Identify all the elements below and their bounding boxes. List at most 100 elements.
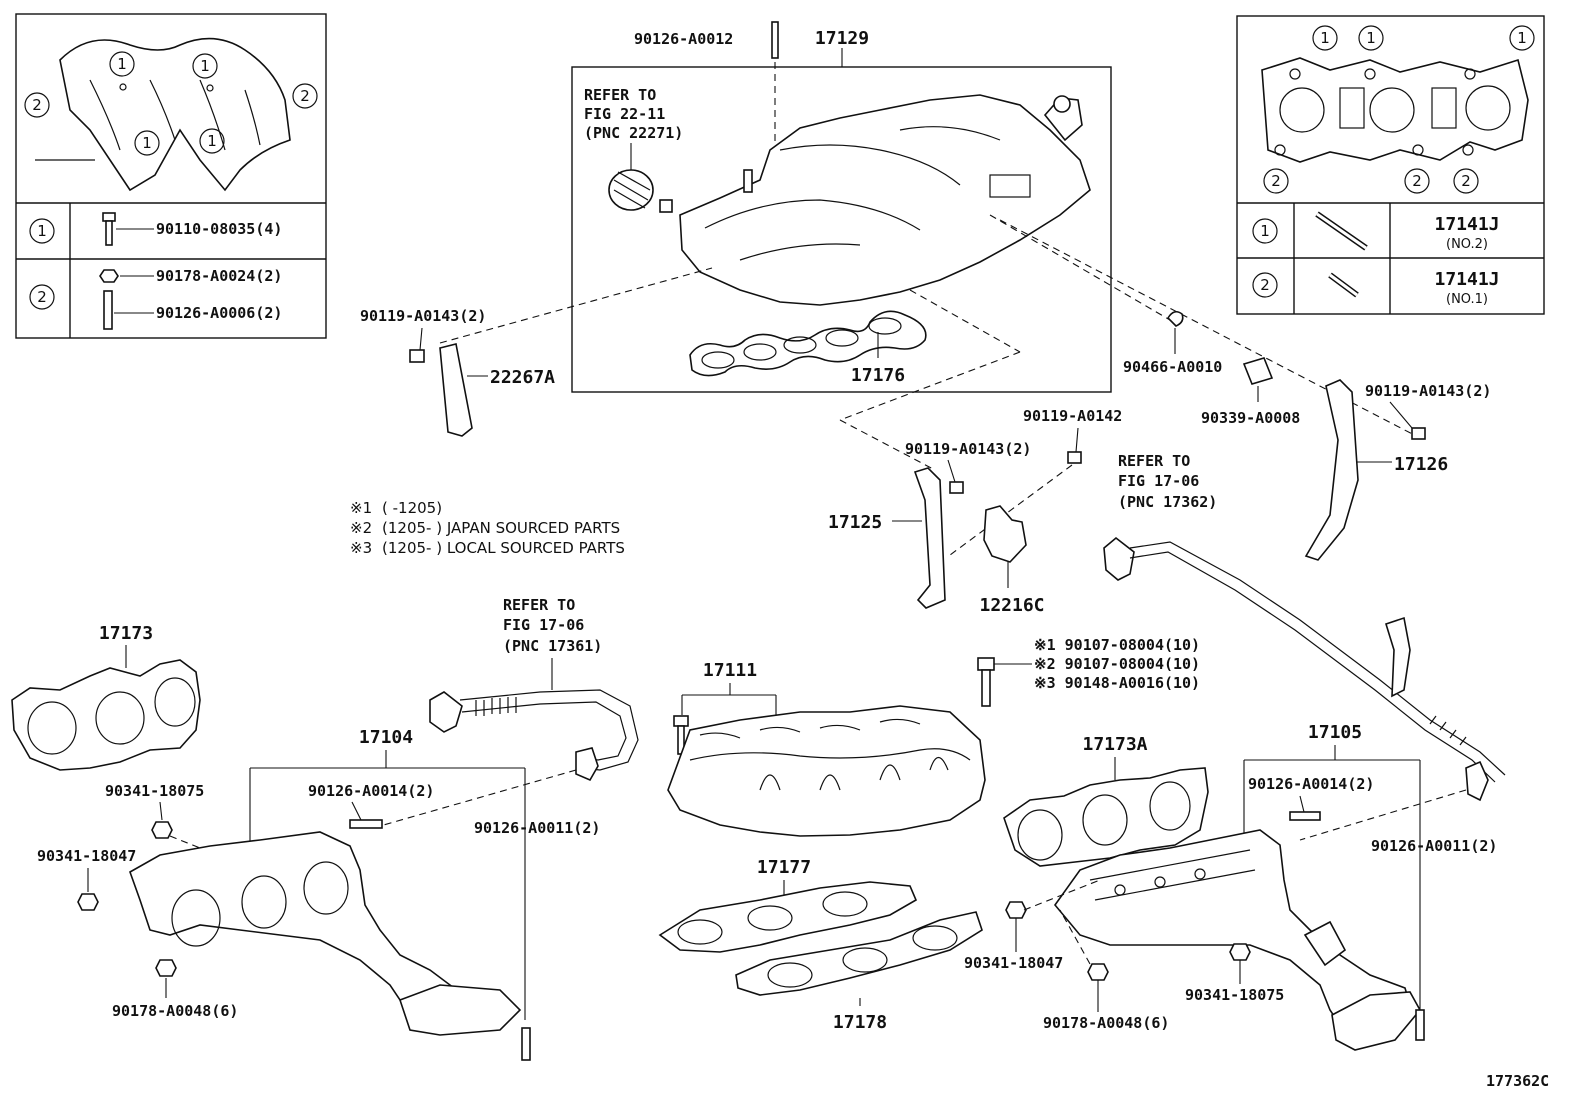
bolt-note-2: ※2 90107-08004(10) bbox=[1034, 655, 1200, 673]
inset-manifold-sketch bbox=[35, 37, 291, 192]
inset-right-row-1: 1 17141J (NO.2) bbox=[1252, 211, 1500, 252]
svg-text:1: 1 bbox=[207, 132, 217, 150]
label-22267A: 22267A bbox=[490, 367, 555, 388]
svg-text:1: 1 bbox=[1366, 29, 1376, 47]
inset-right-row-2: 2 17141J (NO.1) bbox=[1252, 269, 1500, 307]
intake-plenum-group: 17129 90126-A0012 REFER TO FIG 22-11 (PN… bbox=[571, 21, 1112, 393]
part-90126-A0006: 90126-A0006(2) bbox=[156, 304, 282, 322]
ref1-line2: FIG 22-11 bbox=[584, 105, 665, 123]
label-90119-A0143-c: 90119-A0143(2) bbox=[905, 440, 1031, 458]
svg-text:2: 2 bbox=[300, 87, 310, 105]
exhaust-manifold-17104: 17104 90341-18075 90126-A0014(2) 90126-A… bbox=[37, 727, 600, 1061]
ref3-line3: (PNC 17361) bbox=[503, 637, 602, 655]
svg-text:2: 2 bbox=[1461, 172, 1471, 190]
label-12216C: 12216C bbox=[979, 595, 1044, 616]
inset-left-callouts: 1 1 1 1 2 2 bbox=[24, 51, 318, 156]
plenum-body bbox=[659, 94, 1091, 306]
diagram-id: 177362C bbox=[1486, 1072, 1549, 1090]
inset-gasket-sketch bbox=[1261, 57, 1529, 163]
label-90119-A0143-a: 90119-A0143(2) bbox=[360, 307, 486, 325]
inset-left: 1 1 1 1 2 2 1 90110-08035(4) 2 90178-A00… bbox=[15, 13, 327, 339]
label-17105: 17105 bbox=[1308, 722, 1362, 743]
label-90126-A0014-a: 90126-A0014(2) bbox=[308, 782, 434, 800]
intake-manifold-17111: 17111 ※1 90107-08004(10) ※2 90107-08004(… bbox=[667, 636, 1200, 837]
gaskets-17177-17178: 17177 17178 bbox=[658, 857, 983, 1033]
label-90178-A0048-b: 90178-A0048(6) bbox=[1043, 1014, 1169, 1032]
ref2-line3: (PNC 17362) bbox=[1118, 493, 1217, 511]
svg-text:1: 1 bbox=[1320, 29, 1330, 47]
stay-22267A: 90119-A0143(2) 22267A bbox=[360, 267, 713, 437]
bolt-note-1: ※1 90107-08004(10) bbox=[1034, 636, 1200, 654]
inset-right: 1 1 1 2 2 2 1 17141J (NO.2) 2 17141J (NO… bbox=[1236, 15, 1545, 315]
inset-left-row-1: 1 90110-08035(4) bbox=[29, 212, 282, 246]
label-17125: 17125 bbox=[828, 512, 882, 533]
note-2-text: (1205- ) JAPAN SOURCED PARTS bbox=[382, 519, 620, 537]
part-17141J-no2-sub: (NO.2) bbox=[1446, 237, 1488, 252]
label-90341-18075-a: 90341-18075 bbox=[105, 782, 204, 800]
ref3-line1: REFER TO bbox=[503, 596, 575, 614]
label-90126-A0014-b: 90126-A0014(2) bbox=[1248, 775, 1374, 793]
svg-text:2: 2 bbox=[1271, 172, 1281, 190]
part-17141J-no1-sub: (NO.1) bbox=[1446, 292, 1488, 307]
label-17126: 17126 bbox=[1394, 454, 1448, 475]
part-17141J-no2: 17141J bbox=[1434, 214, 1499, 235]
label-90178-A0048-a: 90178-A0048(6) bbox=[112, 1002, 238, 1020]
inset-right-callouts: 1 1 1 2 2 2 bbox=[1263, 25, 1535, 194]
label-17173A: 17173A bbox=[1082, 734, 1147, 755]
label-17173: 17173 bbox=[99, 623, 153, 644]
clamp-hose: 90466-A0010 90339-A0008 bbox=[1123, 310, 1300, 427]
note-2-mark: ※2 bbox=[350, 519, 372, 537]
egr-pipe-left: REFER TO FIG 17-06 (PNC 17361) bbox=[379, 596, 639, 827]
bolt-note-3: ※3 90148-A0016(10) bbox=[1034, 674, 1200, 692]
label-17177: 17177 bbox=[757, 857, 811, 878]
stay-17126: 90119-A0143(2) 17126 bbox=[1304, 379, 1491, 561]
notes-block: ※1 ( -1205) ※2 (1205- ) JAPAN SOURCED PA… bbox=[350, 499, 625, 557]
label-90126-A0012: 90126-A0012 bbox=[634, 30, 733, 48]
part-90178-A0024: 90178-A0024(2) bbox=[156, 267, 282, 285]
label-17178: 17178 bbox=[833, 1012, 887, 1033]
label-90126-A0011-b: 90126-A0011(2) bbox=[1371, 837, 1497, 855]
label-17111: 17111 bbox=[703, 660, 757, 681]
label-90339-A0008: 90339-A0008 bbox=[1201, 409, 1300, 427]
ref2-line2: FIG 17-06 bbox=[1118, 472, 1199, 490]
note-1-mark: ※1 bbox=[350, 499, 372, 517]
plenum-links bbox=[839, 214, 1421, 471]
label-90466-A0010: 90466-A0010 bbox=[1123, 358, 1222, 376]
part-17141J-no1: 17141J bbox=[1434, 269, 1499, 290]
gasket-17173: 17173 bbox=[11, 623, 201, 771]
plenum-gasket-17176 bbox=[689, 310, 927, 377]
inset-left-row-2: 2 90178-A0024(2) 90126-A0006(2) bbox=[29, 267, 282, 330]
label-90341-18047-a: 90341-18047 bbox=[37, 847, 136, 865]
label-90126-A0011-a: 90126-A0011(2) bbox=[474, 819, 600, 837]
label-90119-A0143-b: 90119-A0143(2) bbox=[1365, 382, 1491, 400]
bracket-12216C: 90119-A0142 12216C bbox=[949, 407, 1122, 616]
svg-text:1: 1 bbox=[37, 222, 47, 240]
label-17104: 17104 bbox=[359, 727, 413, 748]
svg-text:2: 2 bbox=[1412, 172, 1422, 190]
ref1-line3: (PNC 22271) bbox=[584, 124, 683, 142]
label-17176: 17176 bbox=[851, 365, 905, 386]
label-17129: 17129 bbox=[815, 28, 869, 49]
svg-text:1: 1 bbox=[1517, 29, 1527, 47]
egr-pipe-right: REFER TO FIG 17-06 (PNC 17362) bbox=[1103, 452, 1506, 841]
svg-text:2: 2 bbox=[1260, 276, 1270, 294]
label-90341-18047-b: 90341-18047 bbox=[964, 954, 1063, 972]
svg-text:1: 1 bbox=[142, 134, 152, 152]
stay-17125: 90119-A0143(2) 17125 bbox=[828, 440, 1031, 609]
label-90119-A0142: 90119-A0142 bbox=[1023, 407, 1122, 425]
ref2-line1: REFER TO bbox=[1118, 452, 1190, 470]
note-3-mark: ※3 bbox=[350, 539, 372, 557]
ref1-line1: REFER TO bbox=[584, 86, 656, 104]
svg-text:1: 1 bbox=[200, 57, 210, 75]
gasket-17173A: 17173A bbox=[1003, 734, 1209, 867]
exhaust-manifold-17105: 17105 90126-A0014(2) 90126-A0011(2) 9034… bbox=[964, 722, 1497, 1051]
svg-text:2: 2 bbox=[32, 96, 42, 114]
svg-text:2: 2 bbox=[37, 288, 47, 306]
note-1-text: ( -1205) bbox=[382, 499, 442, 517]
svg-text:1: 1 bbox=[1260, 222, 1270, 240]
note-3-text: (1205- ) LOCAL SOURCED PARTS bbox=[382, 539, 625, 557]
ref3-line2: FIG 17-06 bbox=[503, 616, 584, 634]
label-90341-18075-b: 90341-18075 bbox=[1185, 986, 1284, 1004]
part-90110-08035: 90110-08035(4) bbox=[156, 220, 282, 238]
